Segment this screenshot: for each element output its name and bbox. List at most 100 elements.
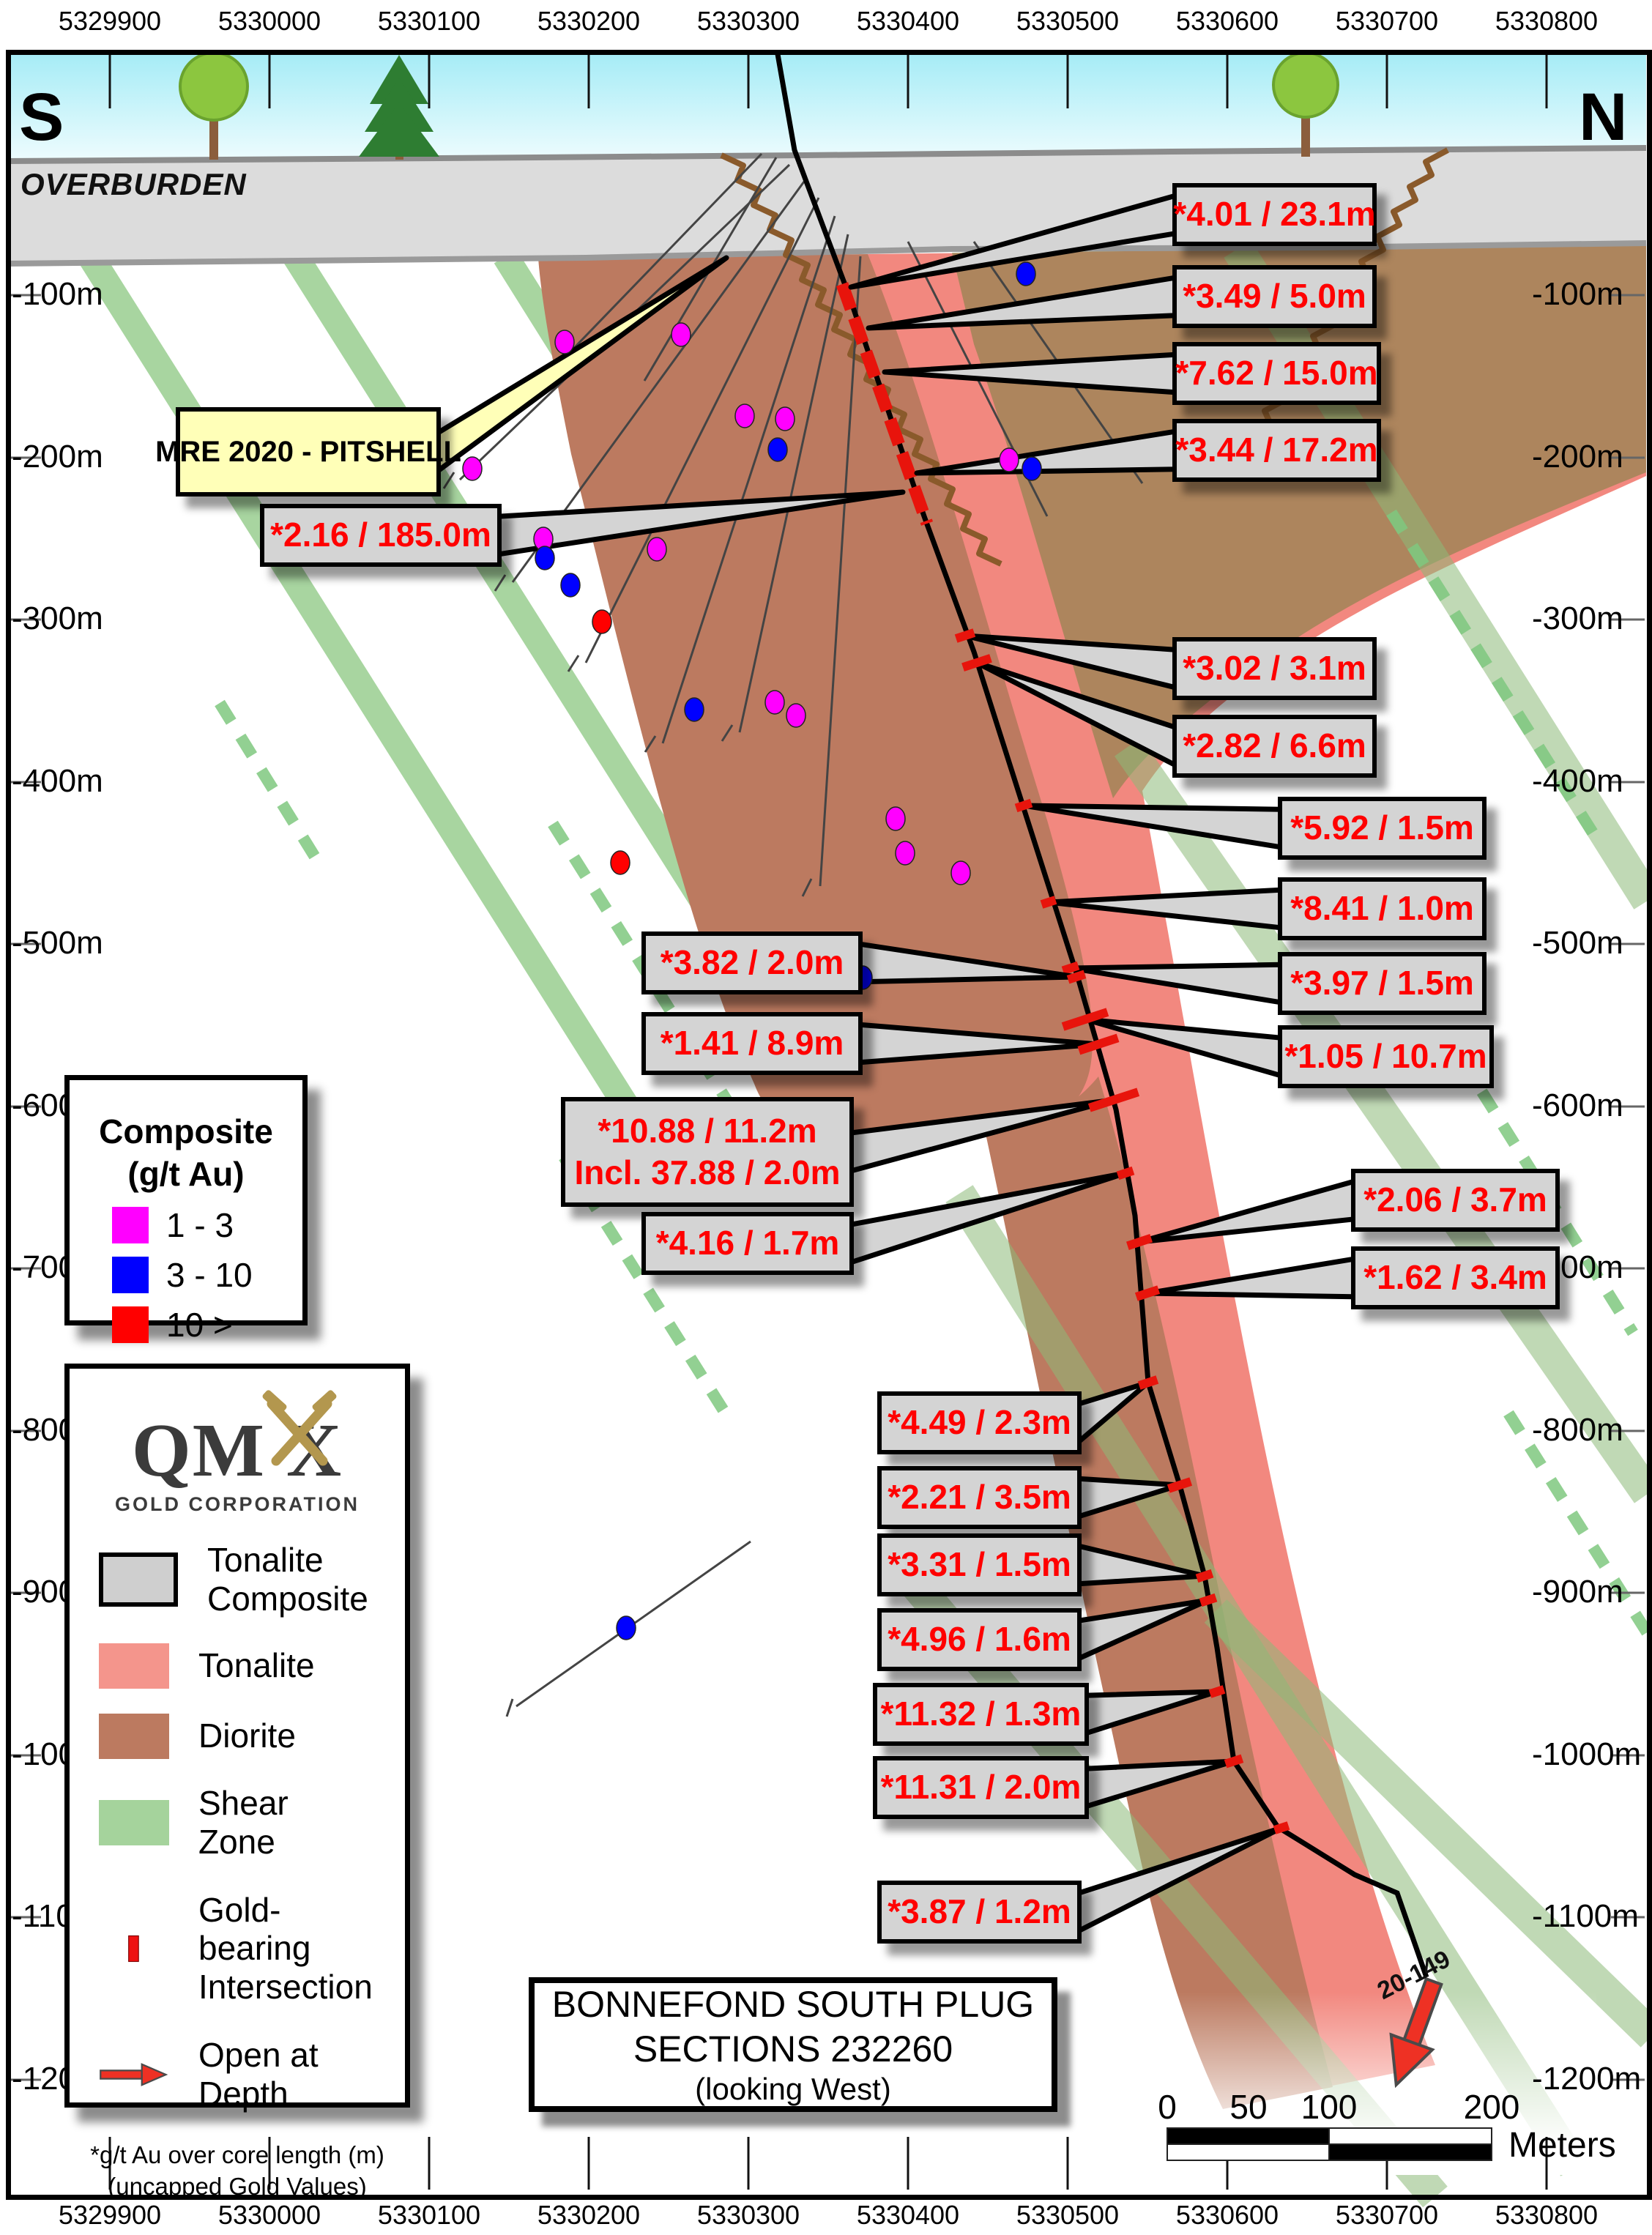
composite-dot-1-3	[885, 806, 906, 831]
qmx-subtitle: GOLD CORPORATION	[115, 1493, 360, 1515]
callout-text: MRE 2020 - PITSHELL	[155, 436, 461, 468]
composite-dot-1-3	[950, 860, 971, 885]
assay-callout: *8.41 / 1.0m	[1278, 877, 1487, 940]
callout-text: *1.41 / 8.9m	[660, 1024, 844, 1063]
axis-label-top: 5330600	[1175, 6, 1279, 36]
axis-label-top: 5330000	[217, 6, 321, 36]
axis-label-top: 5330800	[1495, 6, 1599, 36]
composite-legend-title: Composite (g/t Au)	[99, 1112, 273, 1193]
axis-label-bottom: 5330500	[1016, 2200, 1120, 2230]
axis-label-bottom: 5330700	[1335, 2200, 1439, 2230]
grade-swatch	[112, 1306, 149, 1343]
assay-callout: *4.16 / 1.7m	[641, 1212, 854, 1275]
assay-callout: *3.02 / 3.1m	[1172, 637, 1377, 700]
overburden-base-line	[5, 240, 1647, 267]
scale-tick-label: 50	[1229, 2088, 1268, 2126]
lithology-item: Tonalite	[99, 1643, 405, 1689]
depth-label-left: -500m	[12, 925, 103, 961]
sky	[6, 54, 1646, 161]
depth-label-right: -400m	[1532, 763, 1623, 799]
assay-callout: *3.44 / 17.2m	[1172, 419, 1381, 482]
depth-label-left: -100m	[12, 276, 103, 312]
scale-unit-label: Meters	[1508, 2126, 1616, 2165]
assay-callout: *4.01 / 23.1m	[1172, 183, 1377, 246]
callout-text: *2.06 / 3.7m	[1363, 1180, 1547, 1219]
red-bar-glyph	[128, 1935, 139, 1962]
depth-label-left: -300m	[12, 600, 103, 636]
qmx-logo: QM X GOLD CORPORATION	[70, 1390, 405, 1516]
title-line-2: SECTIONS 232260	[633, 2028, 953, 2069]
composite-legend-item: 10 >	[112, 1305, 302, 1345]
gold-intersection-tick	[1195, 1569, 1214, 1583]
composite-dot-3-10	[560, 573, 581, 598]
axis-label-bottom: 5330000	[217, 2200, 321, 2230]
callout-text: *11.32 / 1.3m	[880, 1695, 1082, 1733]
gold-intersection-tick	[1134, 1285, 1161, 1301]
scale-tick-label: 200	[1463, 2088, 1520, 2126]
assay-callout: *11.31 / 2.0m	[873, 1756, 1089, 1819]
callout-text: *11.31 / 2.0m	[880, 1768, 1082, 1807]
symbol-label: Open at Depth	[198, 2036, 319, 2113]
gold-intersection-tick	[1273, 1821, 1290, 1834]
callout-text: *4.96 / 1.6m	[888, 1620, 1071, 1659]
axis-label-bottom: 5330200	[537, 2200, 641, 2230]
symbol-item: Open at Depth	[99, 2036, 405, 2113]
callout-text: *10.88 / 11.2m	[598, 1111, 817, 1150]
depth-label-left: -400m	[12, 763, 103, 799]
south-label: S	[19, 80, 64, 155]
axis-label-top: 5329900	[58, 6, 162, 36]
depth-label-right: -800m	[1532, 1412, 1623, 1448]
callout-text: *2.16 / 185.0m	[270, 516, 491, 554]
assay-callout: *4.96 / 1.6m	[877, 1608, 1082, 1671]
scale-bar-graphic	[1167, 2127, 1492, 2161]
assay-callout: *5.92 / 1.5m	[1278, 797, 1487, 860]
callout-text: *7.62 / 15.0m	[1175, 354, 1378, 393]
composite-dot-1-3	[647, 537, 667, 562]
lithology-swatch	[99, 1799, 169, 1845]
gold-intersection-tick	[1125, 1234, 1153, 1250]
callout-text: *4.49 / 2.3m	[888, 1403, 1071, 1442]
callout-text: *3.44 / 17.2m	[1175, 431, 1378, 469]
gold-intersection-tick	[1087, 1087, 1140, 1112]
assay-callout: *1.41 / 8.9m	[641, 1012, 863, 1075]
composite-dot-3-10	[1022, 456, 1042, 481]
composite-dot-1-3	[775, 406, 795, 431]
gold-intersection-tick	[1167, 1477, 1193, 1493]
assay-callout: *4.49 / 2.3m	[877, 1391, 1082, 1454]
depth-label-right: -900m	[1532, 1574, 1623, 1610]
lithology-legend: QM X GOLD CORPORATION Tonalite Composite…	[64, 1364, 410, 2200]
depth-label-right: -1200m	[1532, 2061, 1642, 2097]
grade-label: 1 - 3	[166, 1206, 234, 1244]
callout-text: *2.21 / 3.5m	[888, 1478, 1071, 1517]
gold-intersection-tick	[1066, 970, 1087, 984]
callout-text: *3.31 / 1.5m	[888, 1545, 1071, 1584]
scale-tick-label: 0	[1158, 2088, 1177, 2126]
axis-label-top: 5330700	[1335, 6, 1439, 36]
composite-dot-1-3	[764, 690, 785, 715]
tree-deciduous-right	[1272, 51, 1339, 157]
grade-swatch	[112, 1207, 149, 1243]
composite-dot-1-3	[786, 703, 806, 728]
callout-text: *4.16 / 1.7m	[655, 1224, 840, 1262]
lithology-swatch	[99, 1643, 169, 1689]
lithology-swatch	[99, 1552, 178, 1607]
composite-dot-1-3	[462, 456, 483, 481]
lithology-label: Shear Zone	[198, 1783, 289, 1861]
grade-label: 10 >	[166, 1306, 233, 1344]
axis-label-top: 5330100	[377, 6, 481, 36]
lithology-swatch	[99, 1713, 169, 1759]
gold-intersection-tick	[1014, 798, 1033, 813]
axis-label-bottom: 5330100	[377, 2200, 481, 2230]
diorite-upper	[538, 254, 1093, 1144]
composite-dot-3-10	[616, 1615, 636, 1640]
axis-label-top: 5330200	[537, 6, 641, 36]
assay-callout: *7.62 / 15.0m	[1172, 342, 1381, 405]
gold-intersection-tick	[1116, 1166, 1135, 1180]
depth-label-right: -300m	[1532, 600, 1623, 636]
tree-conifer	[359, 55, 439, 160]
axis-label-bottom: 5329900	[58, 2200, 162, 2230]
